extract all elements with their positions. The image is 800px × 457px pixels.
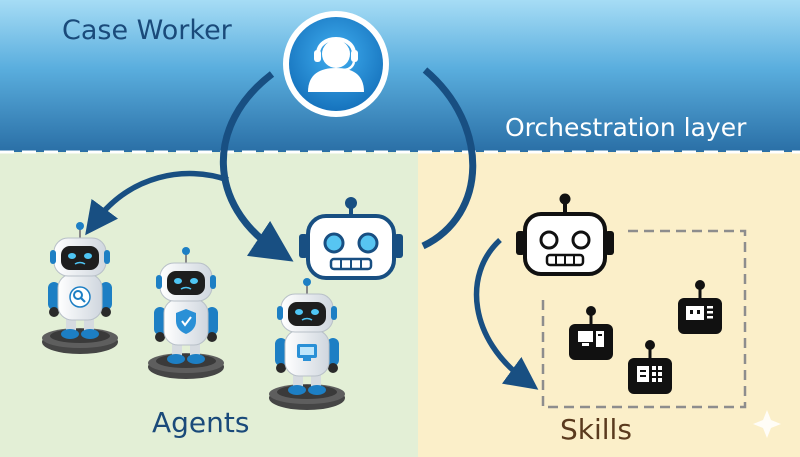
orchestration-band bbox=[0, 0, 800, 152]
desktop-icon bbox=[578, 331, 593, 342]
magnifier-icon bbox=[73, 290, 83, 300]
agent-robot-search bbox=[41, 221, 119, 355]
document-icon bbox=[637, 366, 649, 382]
skills-box bbox=[541, 229, 747, 409]
case-worker-icon bbox=[283, 11, 389, 117]
arrow-to-agents bbox=[85, 170, 229, 236]
shield-icon bbox=[176, 309, 196, 334]
arrow-caseworker-to-orchestrator bbox=[219, 71, 294, 262]
agent-robot-monitor bbox=[268, 277, 346, 411]
skills-panel bbox=[418, 152, 800, 457]
skill-device-document bbox=[626, 338, 674, 396]
orchestrator-robot-icon bbox=[299, 197, 403, 280]
skill-device-terminal bbox=[676, 278, 724, 336]
sparkle-icon bbox=[753, 410, 781, 438]
skill-device-desktop bbox=[567, 304, 615, 362]
arrow-to-skills bbox=[473, 237, 539, 390]
agents-label: Agents bbox=[152, 406, 250, 439]
terminal-icon bbox=[686, 306, 704, 320]
arrow-orchestrator-to-caseworker bbox=[421, 67, 477, 250]
skills-robot-icon bbox=[516, 193, 614, 276]
agent-robot-security bbox=[147, 246, 225, 380]
orchestration-layer-label: Orchestration layer bbox=[505, 113, 747, 142]
case-worker-label: Case Worker bbox=[62, 15, 232, 46]
skills-label: Skills bbox=[560, 413, 632, 446]
